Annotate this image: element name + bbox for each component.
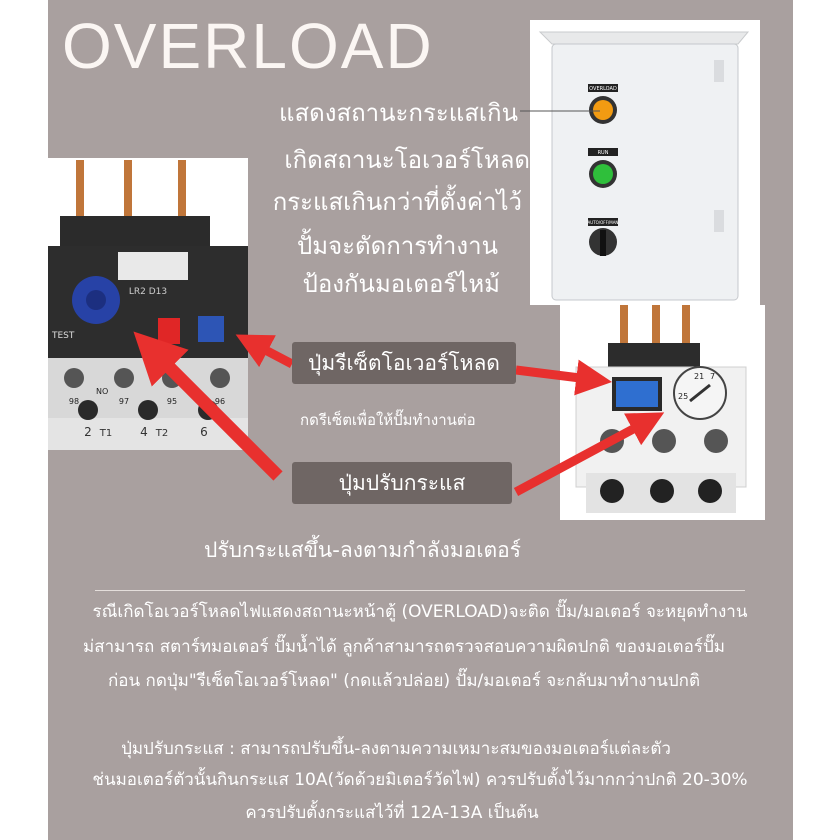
divider: [95, 590, 745, 591]
page-title: OVERLOAD: [62, 10, 434, 82]
arrow-to-dial-right-icon: [513, 412, 665, 496]
reset-button-icon: [616, 381, 658, 407]
relay-side-text: TEST: [51, 331, 75, 341]
relay-terminal-97: 97: [119, 397, 129, 406]
adjust-button-label: ปุ่มปรับกระแส: [292, 462, 512, 504]
description-line-4: ปั้มจะตัดการทำงาน: [297, 232, 498, 260]
lamp-pointer-line: [520, 110, 600, 112]
adjust-caption: ปรับกระแสขึ้น-ลงตามกำลังมอเตอร์: [204, 538, 522, 562]
arrow-to-reset-left-icon: [235, 334, 295, 368]
description-line-2: เกิดสถานะโอเวอร์โหลด: [284, 146, 530, 174]
run-lamp-icon: [593, 164, 613, 184]
paragraph2-line-1: ปุ่มปรับกระแส : สามารถปรับขึ้น-ลงตามความ…: [121, 739, 671, 759]
description-line-3: กระแสเกินกว่าที่ตั้งค่าไว้: [272, 188, 522, 216]
relay-terminal-95: 95: [167, 397, 177, 406]
reset-button-label: ปุ่มรีเซ็ตโอเวอร์โหลด: [292, 342, 516, 384]
reset-caption: กดรีเซ็ตเพื่อให้ปั๊มทำงานต่อ: [300, 411, 476, 429]
overload-lamp-icon: [593, 100, 613, 120]
relay-bottom-t1: T1: [99, 428, 112, 439]
relay-terminal-98: 98: [69, 397, 79, 406]
paragraph1-line-3: ก่อน กดปุ่ม"รีเซ็ตโอเวอร์โหลด" (กดแล้วปล…: [108, 671, 700, 691]
dial-number-7: 7: [710, 372, 715, 381]
relay-top-label: LR2 D13: [129, 287, 167, 297]
relay-bottom-4: 4: [140, 425, 148, 439]
control-cabinet-photo: OVERLOAD RUN AUTO/OFF/MAN: [530, 20, 760, 305]
dial-number-21: 21: [694, 372, 704, 381]
relay-terminal-no: NO: [96, 387, 108, 396]
relay-bottom-2: 2: [84, 425, 92, 439]
paragraph2-line-2: ช่นมอเตอร์ตัวนั้นกินกระแส 10A(วัดด้วยมิเ…: [92, 770, 748, 790]
cabinet-label-selector: AUTO/OFF/MAN: [588, 220, 619, 225]
description-line-5: ป้องกันมอเตอร์ไหม้: [302, 270, 500, 298]
paragraph1-line-1: รณีเกิดโอเวอร์โหลดไฟแสดงสถานะหน้าตู้ (OV…: [92, 602, 748, 622]
relay-terminal-96: 96: [215, 397, 225, 406]
arrow-to-reset-right-icon: [515, 359, 613, 396]
description-line-1: แสดงสถานะกระแสเกิน: [279, 99, 518, 127]
red-arrows: [133, 331, 665, 496]
cabinet-label-overload: OVERLOAD: [589, 86, 617, 92]
overload-relay-photo-left: LR2 D13 TEST NO 98 97 95 96 2 T1 4 T2 6: [48, 158, 248, 450]
paragraph2-line-3: ควรปรับตั้งกระแสไว้ที่ 12A-13A เป็นต้น: [245, 803, 539, 823]
cabinet-label-run: RUN: [598, 150, 609, 156]
relay-bottom-t2: T2: [155, 428, 168, 439]
dial-number-25: 25: [678, 392, 688, 401]
arrow-to-dial-left-icon: [133, 331, 283, 481]
paragraph1-line-2: ม่สามารถ สตาร์ทมอเตอร์ ปั๊มน้ำได้ ลูกค้า…: [83, 637, 725, 657]
relay-bottom-6: 6: [200, 425, 208, 439]
